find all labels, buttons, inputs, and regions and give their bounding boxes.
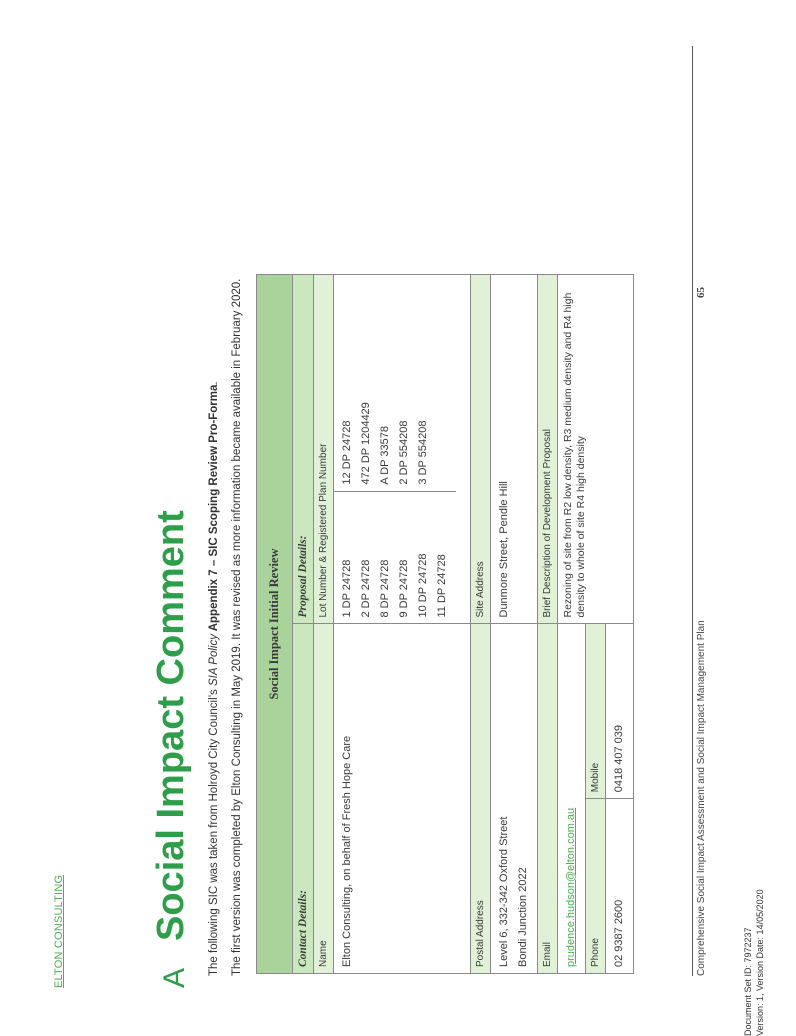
lot-item: 3 DP 554208 (417, 420, 429, 485)
lots-cell: 1 DP 24728 2 DP 24728 8 DP 24728 9 DP 24728… (333, 274, 471, 624)
email-label: Email (537, 624, 558, 974)
email-link[interactable]: prudence.hudson@elton.com.au (565, 807, 577, 967)
intro-paragraph-1: The following SIC was taken from Holroyd… (208, 381, 220, 976)
lot-label: Lot Number & Registered Plan Number (313, 274, 334, 624)
site-value: Dunmore Street, Pendle Hill (490, 274, 538, 624)
phone-label: Phone (585, 798, 606, 974)
lot-item: 9 DP 24728 (398, 559, 410, 618)
mobile-label: Mobile (585, 624, 606, 799)
lots-column-2: 12 DP 24728 472 DP 1204429 A DP 33578 2 DP … (334, 275, 456, 492)
appendix-letter: A (158, 967, 191, 988)
proposal-details-heading: Proposal Details: (292, 274, 314, 624)
lots-column-1: 1 DP 24728 2 DP 24728 8 DP 24728 9 DP 24728… (334, 491, 456, 623)
page-title: Social Impact Comment (150, 510, 192, 941)
description-value: Rezoning of site from R2 low density, R3… (557, 274, 634, 624)
postal-value: Level 6, 332-342 Oxford Street Bondi Jun… (490, 624, 538, 974)
lot-item: 10 DP 24728 (417, 553, 429, 618)
phone-value: 02 9387 2600 (605, 798, 634, 974)
postal-line-1: Level 6, 332-342 Oxford Street (498, 816, 510, 967)
mobile-value: 0418 407 039 (605, 624, 634, 799)
lot-item: 472 DP 1204429 (360, 402, 372, 485)
lot-item: 8 DP 24728 (379, 559, 391, 618)
name-label: Name (313, 624, 334, 974)
lot-item: 2 DP 554208 (398, 420, 410, 485)
sic-review-table: Social Impact Initial Review Contact Det… (256, 274, 634, 974)
contact-details-heading: Contact Details: (292, 624, 314, 974)
footer-document-title: Comprehensive Social Impact Assessment a… (696, 620, 707, 976)
name-value: Elton Consulting, on behalf of Fresh Hop… (333, 624, 471, 974)
table-title: Social Impact Initial Review (256, 274, 293, 974)
document-meta: Document Set ID: 7972237 Version: 1, Ver… (742, 889, 766, 1036)
footer-divider (692, 46, 693, 976)
document-version: Version: 1, Version Date: 14/05/2020 (755, 889, 765, 1036)
brand-link[interactable]: ELTON CONSULTING (53, 874, 65, 988)
postal-label: Postal Address (470, 624, 491, 974)
postal-line-2: Bondi Junction 2022 (517, 867, 529, 967)
document-set-id: Document Set ID: 7972237 (743, 927, 753, 1036)
description-label: Brief Description of Development Proposa… (537, 274, 558, 624)
lot-item: 11 DP 24728 (436, 554, 448, 618)
lot-item: 12 DP 24728 (341, 420, 353, 485)
intro-paragraph-2: The first version was completed by Elton… (231, 278, 243, 976)
site-label: Site Address (470, 274, 491, 624)
lot-item: 1 DP 24728 (341, 559, 353, 618)
lot-item: 2 DP 24728 (360, 559, 372, 618)
email-cell: prudence.hudson@elton.com.au (557, 624, 586, 974)
page-number: 65 (695, 287, 707, 298)
lot-item: A DP 33578 (379, 426, 391, 485)
